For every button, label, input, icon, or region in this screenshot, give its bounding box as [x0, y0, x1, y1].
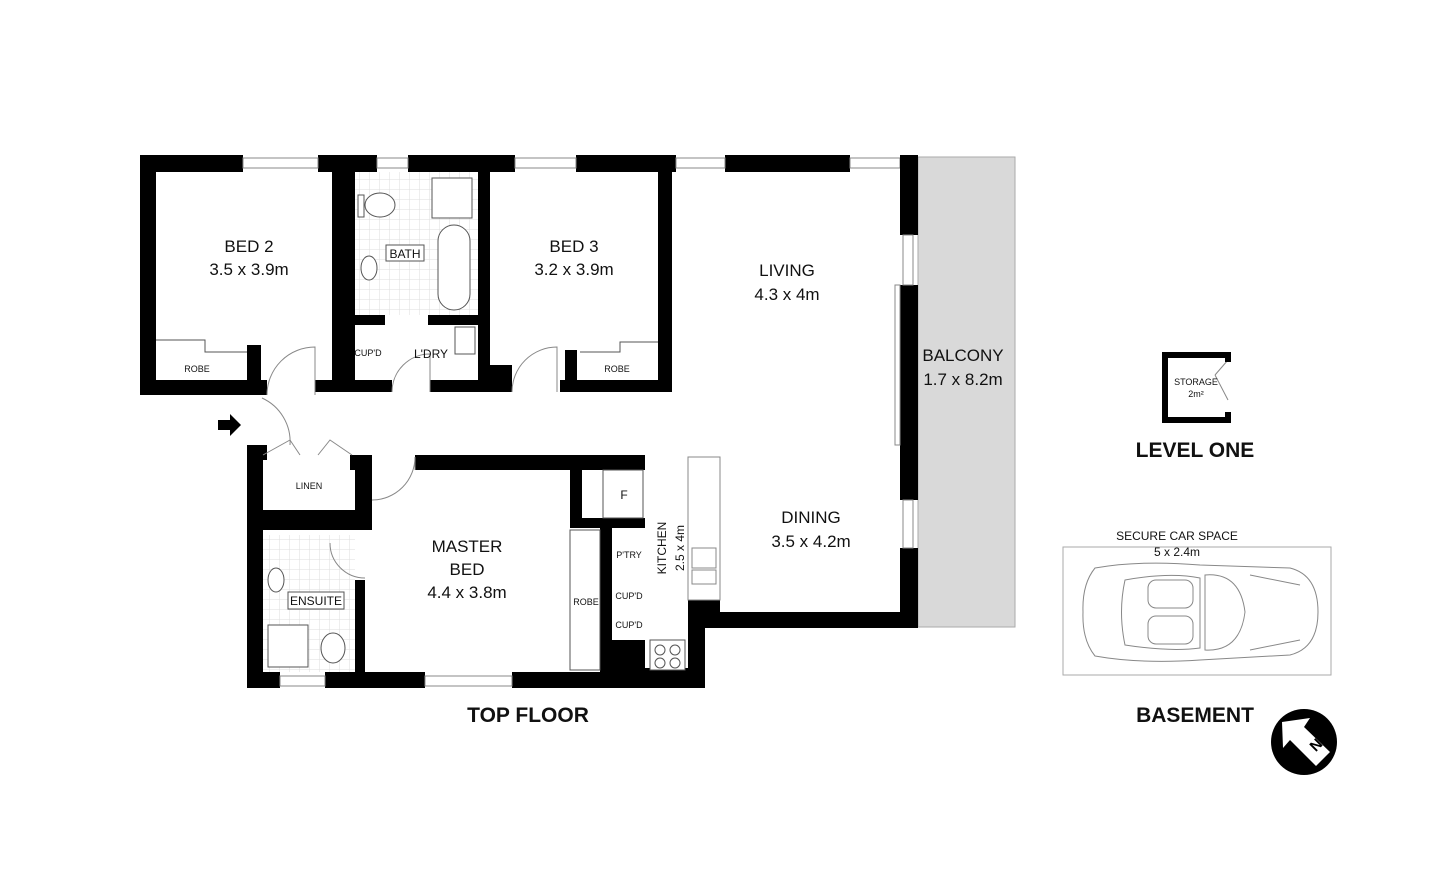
robe-bed2-label: ROBE — [184, 364, 210, 374]
doors — [261, 346, 1229, 579]
cupd1-label: CUP'D — [615, 591, 643, 601]
linen-label: LINEN — [296, 481, 323, 491]
car-icon — [1082, 562, 1319, 662]
master-name-1: MASTER — [432, 537, 503, 556]
master-name-2: BED — [450, 560, 485, 579]
basement-title: BASEMENT — [1136, 704, 1254, 727]
bed2-name: BED 2 — [224, 237, 273, 256]
storage-name: STORAGE — [1174, 377, 1218, 387]
robe-bed3-label: ROBE — [604, 364, 630, 374]
cupd2-label: CUP'D — [615, 620, 643, 630]
level-one-title: LEVEL ONE — [1136, 439, 1255, 462]
ensuite-name: ENSUITE — [290, 594, 342, 608]
fixtures — [156, 177, 686, 671]
top-floor-title: TOP FLOOR — [467, 704, 589, 727]
pantry-label: P'TRY — [616, 550, 642, 560]
master-size: 4.4 x 3.8m — [427, 583, 506, 602]
car-space-size: 5 x 2.4m — [1154, 545, 1200, 559]
living-size: 4.3 x 4m — [754, 285, 819, 304]
bed3-size: 3.2 x 3.9m — [534, 260, 613, 279]
robe-master-label: ROBE — [573, 597, 599, 607]
cupd-ldry-label: CUP'D — [354, 348, 382, 358]
bed2-size: 3.5 x 3.9m — [209, 260, 288, 279]
bed3-name: BED 3 — [549, 237, 598, 256]
balcony-name: BALCONY — [922, 346, 1003, 365]
walls — [140, 155, 918, 688]
car-space-plan: SECURE CAR SPACE 5 x 2.4m BASEMENT — [1062, 529, 1332, 727]
entry-arrow-icon — [218, 414, 241, 436]
dining-size: 3.5 x 4.2m — [771, 532, 850, 551]
bath-name: BATH — [389, 247, 420, 261]
kitchen-name: KITCHEN — [655, 522, 669, 575]
car-space-name: SECURE CAR SPACE — [1116, 529, 1238, 543]
dining-name: DINING — [781, 508, 841, 527]
north-arrow-icon: N — [1271, 709, 1337, 775]
laundry-name: L'DRY — [414, 347, 448, 361]
living-name: LIVING — [759, 261, 815, 280]
fridge-label: F — [620, 488, 627, 502]
storage-plan: STORAGE 2m² LEVEL ONE — [1136, 352, 1255, 462]
balcony-size: 1.7 x 8.2m — [923, 370, 1002, 389]
storage-size: 2m² — [1188, 389, 1204, 399]
balcony-area — [917, 156, 1016, 628]
kitchen-size: 2.5 x 4m — [673, 525, 687, 571]
room-labels: BED 2 3.5 x 3.9m BATH BED 3 3.2 x 3.9m L… — [184, 237, 1003, 727]
